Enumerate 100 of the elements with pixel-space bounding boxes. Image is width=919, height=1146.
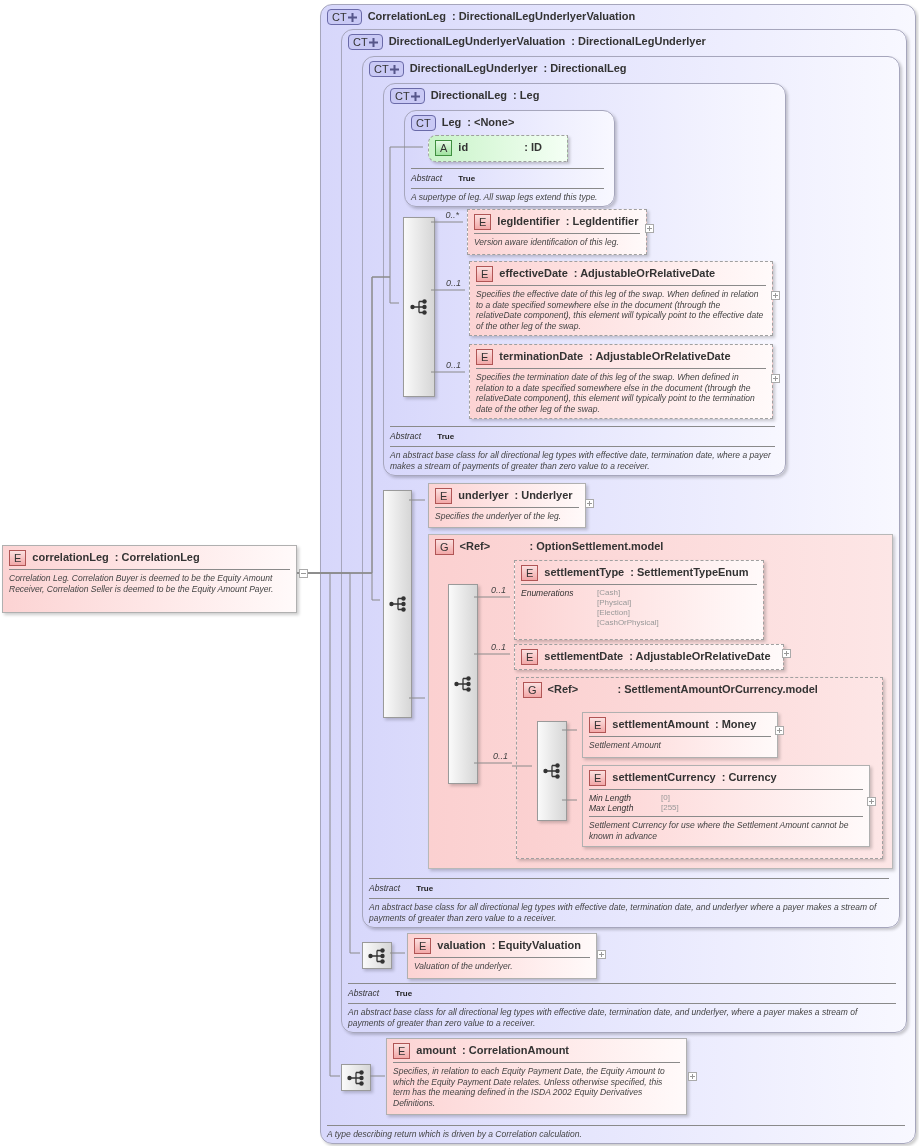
complex-type-box xyxy=(404,110,615,207)
component-name: amount xyxy=(416,1043,457,1058)
type-name: : AdjustableOrRelativeDate xyxy=(629,649,771,664)
element-box xyxy=(2,545,297,613)
complex-type-box xyxy=(341,29,907,1033)
complex-type-badge: CT xyxy=(390,88,425,104)
element-badge: E xyxy=(474,214,492,230)
type-name: : Underlyer xyxy=(514,488,573,503)
component-name: valuation xyxy=(437,938,486,953)
component-name: DirectionalLegUnderlyer xyxy=(409,61,538,76)
description-text: Specifies the termination date of this leg of the swap. When defined in relation to a date specified somewhere else in the document (through the relativeDate component), this element will typically point to the termination date of the other leg of the swap. xyxy=(476,372,756,414)
property-label: Abstract xyxy=(369,882,401,895)
type-name: : OptionSettlement.model xyxy=(529,539,664,554)
connector-line xyxy=(511,765,533,767)
component-name: settlementType xyxy=(544,565,625,580)
type-name: : Leg xyxy=(513,88,540,103)
description-text: An abstract base class for all directional leg types with effective date, termination date, and underlyer where a payer makes a stream of payments of greater than zero value to a receiver. xyxy=(369,902,878,923)
component-name: id xyxy=(458,140,470,155)
component-name: correlationLeg xyxy=(32,550,109,565)
property-label: Abstract xyxy=(348,987,380,1000)
group-box xyxy=(516,677,883,859)
connector-line xyxy=(369,1075,386,1077)
complex-type-box xyxy=(362,56,900,928)
group-badge: G xyxy=(523,682,542,698)
element-box xyxy=(582,712,778,758)
attribute-box xyxy=(428,135,568,162)
type-name: : DirectionalLegUnderlyerValuation xyxy=(451,9,636,24)
type-name: : ID xyxy=(524,140,543,155)
sequence-compositor xyxy=(341,1064,371,1091)
type-name: : AdjustableOrRelativeDate xyxy=(573,266,716,281)
enumeration-value: [CashOrPhysical] xyxy=(597,618,659,628)
component-name: CorrelationLeg xyxy=(367,9,446,24)
complex-type-badge: CT xyxy=(411,115,436,131)
property-value: True xyxy=(458,172,476,185)
element-box xyxy=(467,209,647,255)
type-name: : SettlementTypeEnum xyxy=(630,565,749,580)
element-badge: E xyxy=(414,938,432,954)
connector-line xyxy=(389,952,406,954)
element-badge: E xyxy=(476,349,494,365)
element-badge: E xyxy=(435,488,453,504)
group-box xyxy=(428,534,893,869)
connector-line xyxy=(473,762,513,764)
multiplicity-label: 0..1 xyxy=(446,360,461,370)
multiplicity-label: 0..1 xyxy=(491,642,506,652)
description-text: Specifies the underlyer of the leg. xyxy=(435,511,563,522)
multiplicity-label: 0..1 xyxy=(491,585,506,595)
type-name: : DirectionalLegUnderlyer xyxy=(571,34,706,49)
complex-type-badge: CT xyxy=(327,9,362,25)
component-name: underlyer xyxy=(458,488,509,503)
type-name: : <None> xyxy=(467,115,515,130)
component-name: terminationDate xyxy=(499,349,584,364)
type-name: : Currency xyxy=(721,770,777,785)
component-name: <Ref> xyxy=(459,539,492,554)
complex-type-box xyxy=(383,83,786,476)
component-name: settlementDate xyxy=(544,649,624,664)
property-value: [255] xyxy=(661,803,680,813)
property-label: Max Length xyxy=(589,803,635,813)
element-badge: E xyxy=(393,1043,411,1059)
component-name: legIdentifier xyxy=(497,214,560,229)
property-value: True xyxy=(395,988,413,1000)
connector-line xyxy=(561,729,578,731)
property-label: Min Length xyxy=(589,793,633,803)
element-box xyxy=(514,644,784,670)
description-text: A supertype of leg. All swap legs extend this type. xyxy=(411,191,599,202)
description-text: An abstract base class for all directional leg types with effective date, termination date, where a payer makes a stream of payments of greater than zero value to a receiver. xyxy=(390,450,772,471)
enumeration-value: [Physical] xyxy=(597,598,633,608)
complex-type-badge: CT xyxy=(369,61,404,77)
sequence-compositor xyxy=(362,942,392,969)
element-badge: E xyxy=(9,550,27,566)
component-name: settlementCurrency xyxy=(612,770,716,785)
property-label: Enumerations xyxy=(521,588,575,600)
connector-line xyxy=(473,653,511,655)
property-label: Abstract xyxy=(411,171,443,185)
element-box xyxy=(428,483,586,528)
property-value: True xyxy=(437,431,455,443)
description-text: An abstract base class for all directional leg types with effective date, termination date, and underlyer, where a payer makes a stream of payments of greater than zero value to a receiver. xyxy=(348,1007,859,1028)
complex-type-badge: CT xyxy=(348,34,383,50)
type-name: : LegIdentifier xyxy=(565,214,639,229)
complex-type-box xyxy=(320,4,916,1144)
multiplicity-label: 0..1 xyxy=(446,278,461,288)
element-badge: E xyxy=(521,649,539,665)
description-text: Settlement Currency for use where the Settlement Amount cannot be known in advance xyxy=(589,820,850,841)
component-name: Leg xyxy=(441,115,462,130)
type-name: : CorrelationLeg xyxy=(114,550,200,565)
enumeration-value: [Cash] xyxy=(597,588,622,598)
property-value: [0] xyxy=(661,793,671,803)
group-badge: G xyxy=(435,539,454,555)
property-value: True xyxy=(416,883,434,895)
element-box xyxy=(386,1038,687,1115)
attribute-badge: A xyxy=(435,140,453,156)
sequence-compositor xyxy=(448,584,478,784)
element-badge: E xyxy=(476,266,494,282)
type-name: : EquityValuation xyxy=(491,938,581,953)
component-name: settlementAmount xyxy=(612,717,709,732)
connector-line xyxy=(561,799,578,801)
element-badge: E xyxy=(521,565,539,581)
element-box xyxy=(469,261,773,336)
connector-line xyxy=(408,499,426,501)
description-text: Correlation Leg. Correlation Buyer is deemed to be the Equity Amount Receiver, Correlation Seller is deemed to be the Equity Amount Payer. xyxy=(9,573,275,594)
type-name: : SettlementAmountOrCurrency.model xyxy=(617,682,818,697)
